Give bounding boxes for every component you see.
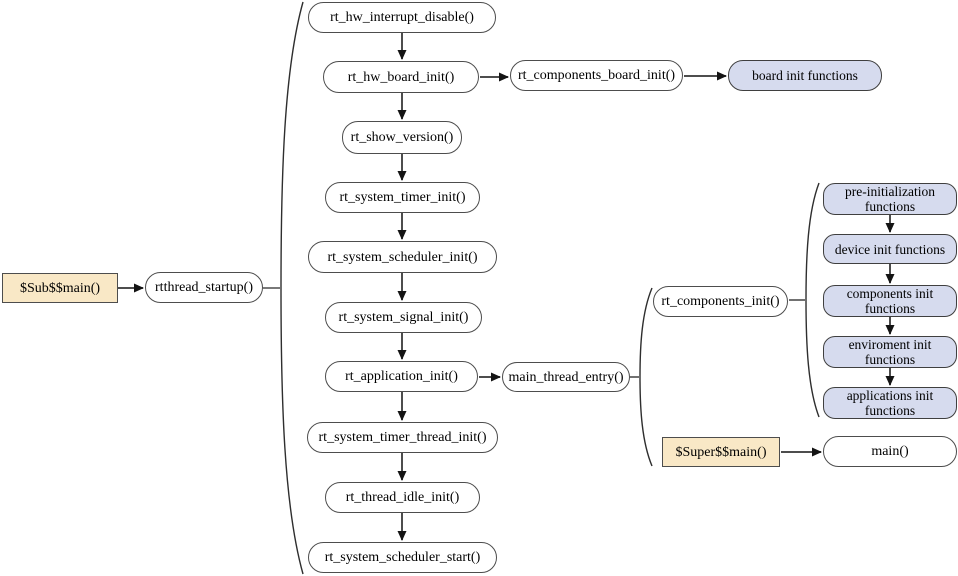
- node-device-init-functions: device init functions: [823, 234, 957, 264]
- node-rt-hw-interrupt-disable: rt_hw_interrupt_disable(): [308, 2, 496, 33]
- node-rt-system-signal-init: rt_system_signal_init(): [325, 302, 482, 333]
- node-rt-components-init: rt_components_init(): [653, 286, 788, 317]
- node-enviroment-init-functions: enviroment init functions: [823, 336, 957, 368]
- node-board-init-functions: board init functions: [728, 60, 882, 91]
- node-rt-hw-board-init: rt_hw_board_init(): [323, 61, 479, 93]
- node-rt-system-timer-init: rt_system_timer_init(): [325, 182, 480, 213]
- node-rt-components-board-init: rt_components_board_init(): [510, 60, 683, 91]
- node-rt-application-init: rt_application_init(): [325, 361, 478, 392]
- node-rt-thread-idle-init: rt_thread_idle_init(): [325, 482, 480, 513]
- node-super-main: $Super$$main(): [662, 437, 780, 467]
- node-rtthread-startup: rtthread_startup(): [145, 272, 263, 303]
- brace-main-thread-entry: [639, 287, 653, 467]
- node-applications-init-functions: applications init functions: [823, 387, 957, 419]
- node-pre-initialization-functions: pre-initialization functions: [823, 183, 957, 215]
- node-sub-main: $Sub$$main(): [2, 273, 118, 303]
- node-main: main(): [823, 436, 957, 467]
- brace-rtthread-startup: [280, 1, 304, 575]
- node-main-thread-entry: main_thread_entry(): [502, 362, 630, 392]
- node-rt-show-version: rt_show_version(): [342, 121, 462, 154]
- node-rt-system-scheduler-start: rt_system_scheduler_start(): [308, 542, 497, 573]
- node-rt-system-scheduler-init: rt_system_scheduler_init(): [308, 241, 497, 273]
- brace-components-init: [805, 182, 820, 418]
- node-components-init-functions: components init functions: [823, 285, 957, 317]
- node-rt-system-timer-thread-init: rt_system_timer_thread_init(): [307, 422, 498, 453]
